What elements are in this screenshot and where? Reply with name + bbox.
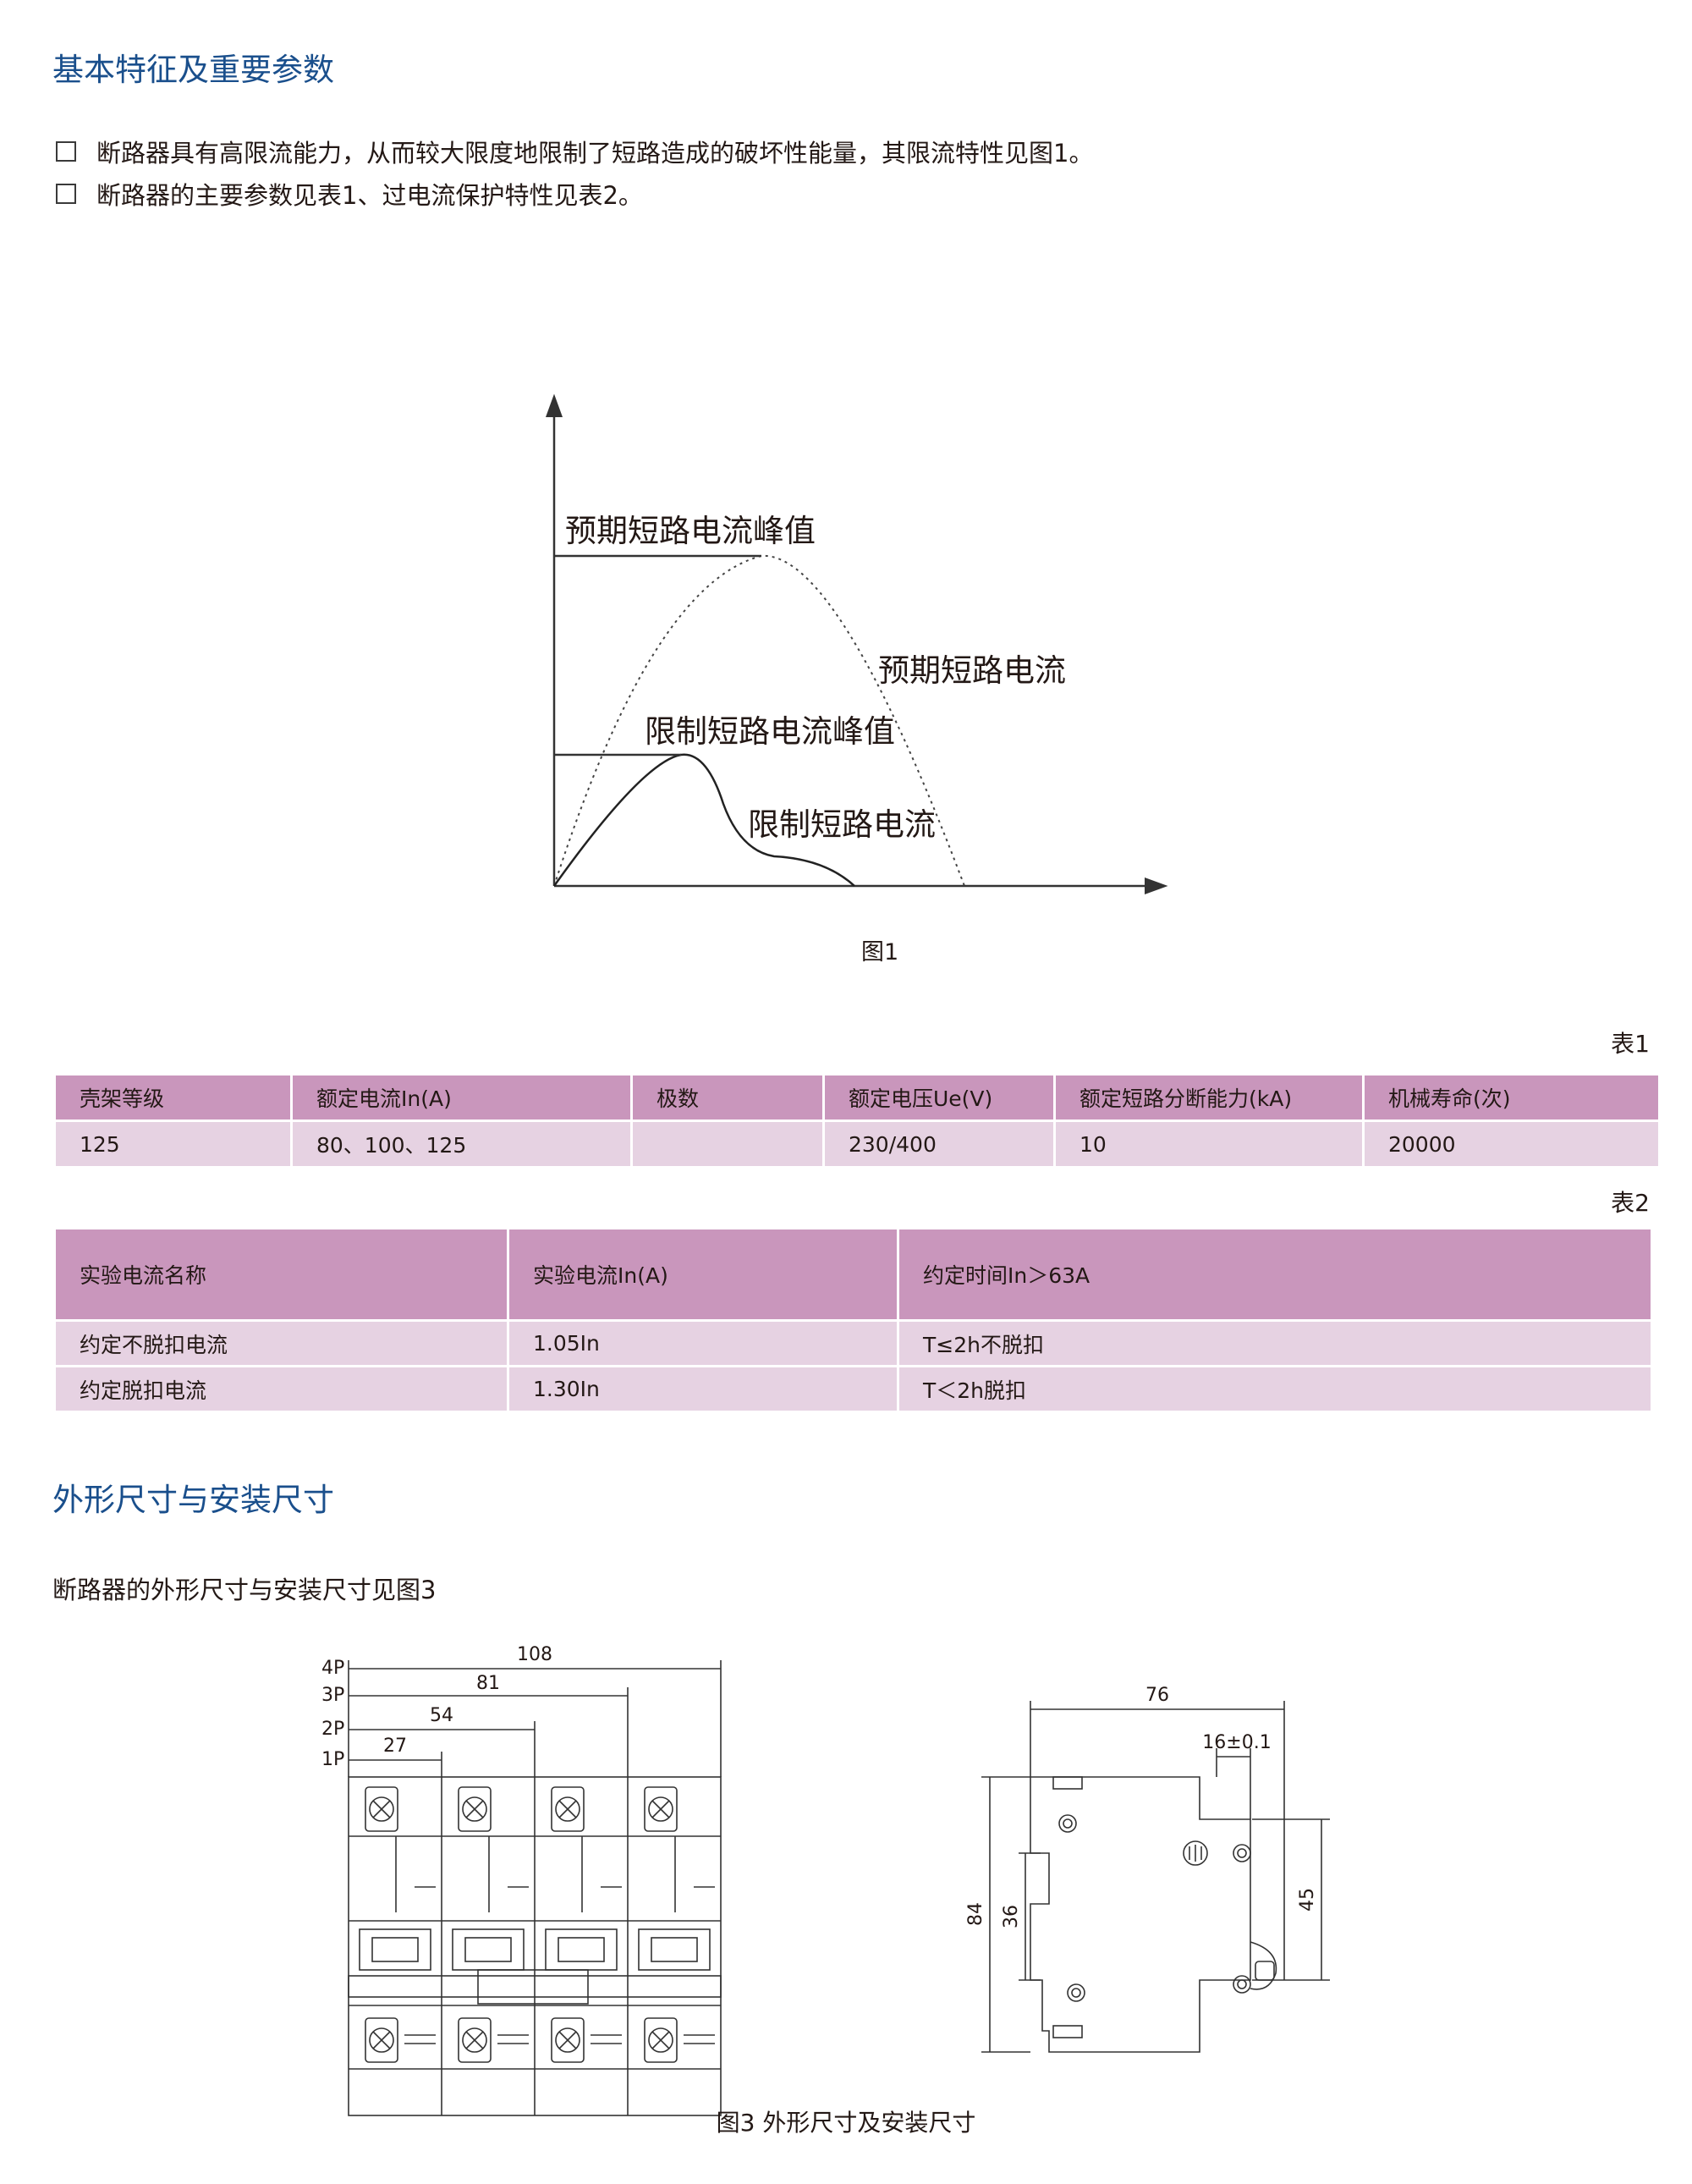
- table-cell: 20000: [1365, 1122, 1658, 1166]
- table-cell: 10: [1056, 1122, 1362, 1166]
- limited-current-curve: [552, 753, 855, 887]
- section-title-features: 基本特征及重要参数: [52, 52, 334, 88]
- header-cell: 实验电流名称: [56, 1230, 507, 1319]
- table1-label: 表1: [1611, 1030, 1650, 1058]
- label-prospective-current: 预期短路电流: [878, 652, 1066, 689]
- prospective-current-curve: [553, 554, 965, 887]
- table-cell: 125: [56, 1122, 290, 1166]
- table-row: 125 80、100、125 230/400 10 20000: [56, 1122, 1658, 1166]
- label-prospective-peak: 预期短路电流峰值: [565, 513, 816, 549]
- header-cell: 机械寿命(次): [1365, 1075, 1658, 1120]
- parameters-table: 壳架等级 额定电流In(A) 极数 额定电压Ue(V) 额定短路分断能力(kA)…: [53, 1073, 1661, 1169]
- overcurrent-protection-table: 实验电流名称 实验电流In(A) 约定时间In＞63A 约定不脱扣电流 1.05…: [53, 1227, 1653, 1413]
- table2-label: 表2: [1611, 1189, 1650, 1217]
- table-cell: 230/400: [825, 1122, 1053, 1166]
- header-cell: 壳架等级: [56, 1075, 290, 1120]
- table-header-row: 实验电流名称 实验电流In(A) 约定时间In＞63A: [56, 1230, 1651, 1319]
- pole-label-4p: 4P: [321, 1658, 344, 1679]
- front-height-label: 45: [1297, 1888, 1318, 1912]
- pole-label-3p: 3P: [321, 1685, 344, 1706]
- bullet-item: 断路器具有高限流能力，从而较大限度地限制了短路造成的破坏性能量，其限流特性见图1…: [56, 134, 1093, 169]
- checkbox-square-icon: [56, 184, 76, 204]
- width-2p: 54: [430, 1705, 453, 1726]
- table-cell: [633, 1122, 822, 1166]
- table-cell: 约定不脱扣电流: [56, 1322, 507, 1365]
- figure3-caption: 图3 外形尺寸及安装尺寸: [717, 2109, 976, 2137]
- header-cell: 额定电压Ue(V): [825, 1075, 1053, 1120]
- bullet-item: 断路器的主要参数见表1、过电流保护特性见表2。: [56, 176, 643, 212]
- current-limiting-diagram: 预期短路电流峰值 预期短路电流 限制短路电流峰值 限制短路电流 图1: [546, 393, 1168, 965]
- table-cell: 80、100、125: [293, 1122, 630, 1166]
- header-cell: 极数: [633, 1075, 822, 1120]
- table-header-row: 壳架等级 额定电流In(A) 极数 额定电压Ue(V) 额定短路分断能力(kA)…: [56, 1075, 1658, 1120]
- table-cell: 1.05In: [509, 1322, 897, 1365]
- table-cell: T≤2h不脱扣: [899, 1322, 1651, 1365]
- header-cell: 额定短路分断能力(kA): [1056, 1075, 1362, 1120]
- table-cell: 1.30In: [509, 1367, 897, 1411]
- table-cell: T＜2h脱扣: [899, 1367, 1651, 1411]
- pole-label-2p: 2P: [321, 1719, 344, 1740]
- depth-label: 76: [1145, 1685, 1169, 1706]
- dimensions-intro: 断路器的外形尺寸与安装尺寸见图3: [52, 1576, 437, 1604]
- checkbox-square-icon: [56, 141, 76, 162]
- bullet-text: 断路器具有高限流能力，从而较大限度地限制了短路造成的破坏性能量，其限流特性见图1…: [96, 139, 1094, 168]
- table-cell: 约定脱扣电流: [56, 1367, 507, 1411]
- offset-label: 16±0.1: [1202, 1732, 1271, 1753]
- label-limited-peak: 限制短路电流峰值: [645, 713, 895, 750]
- figure1-caption: 图1: [861, 939, 898, 965]
- table-row: 约定脱扣电流 1.30In T＜2h脱扣: [56, 1367, 1651, 1411]
- section-title-dimensions: 外形尺寸与安装尺寸: [52, 1482, 334, 1518]
- height-label: 84: [965, 1902, 986, 1926]
- rail-label: 36: [1001, 1905, 1022, 1928]
- width-3p: 81: [476, 1673, 500, 1694]
- pole-label-1p: 1P: [321, 1749, 344, 1770]
- header-cell: 实验电流In(A): [509, 1230, 897, 1319]
- bullet-text: 断路器的主要参数见表1、过电流保护特性见表2。: [96, 181, 643, 210]
- width-1p: 27: [383, 1736, 407, 1757]
- label-limited-current: 限制短路电流: [748, 806, 936, 843]
- header-cell: 额定电流In(A): [293, 1075, 630, 1120]
- dimension-drawings: 4P 3P 2P 1P 108 81 54 27 76 16±0.1 84 36…: [321, 1644, 1330, 2137]
- table-row: 约定不脱扣电流 1.05In T≤2h不脱扣: [56, 1322, 1651, 1365]
- header-cell: 约定时间In＞63A: [899, 1230, 1651, 1319]
- width-4p: 108: [517, 1644, 552, 1665]
